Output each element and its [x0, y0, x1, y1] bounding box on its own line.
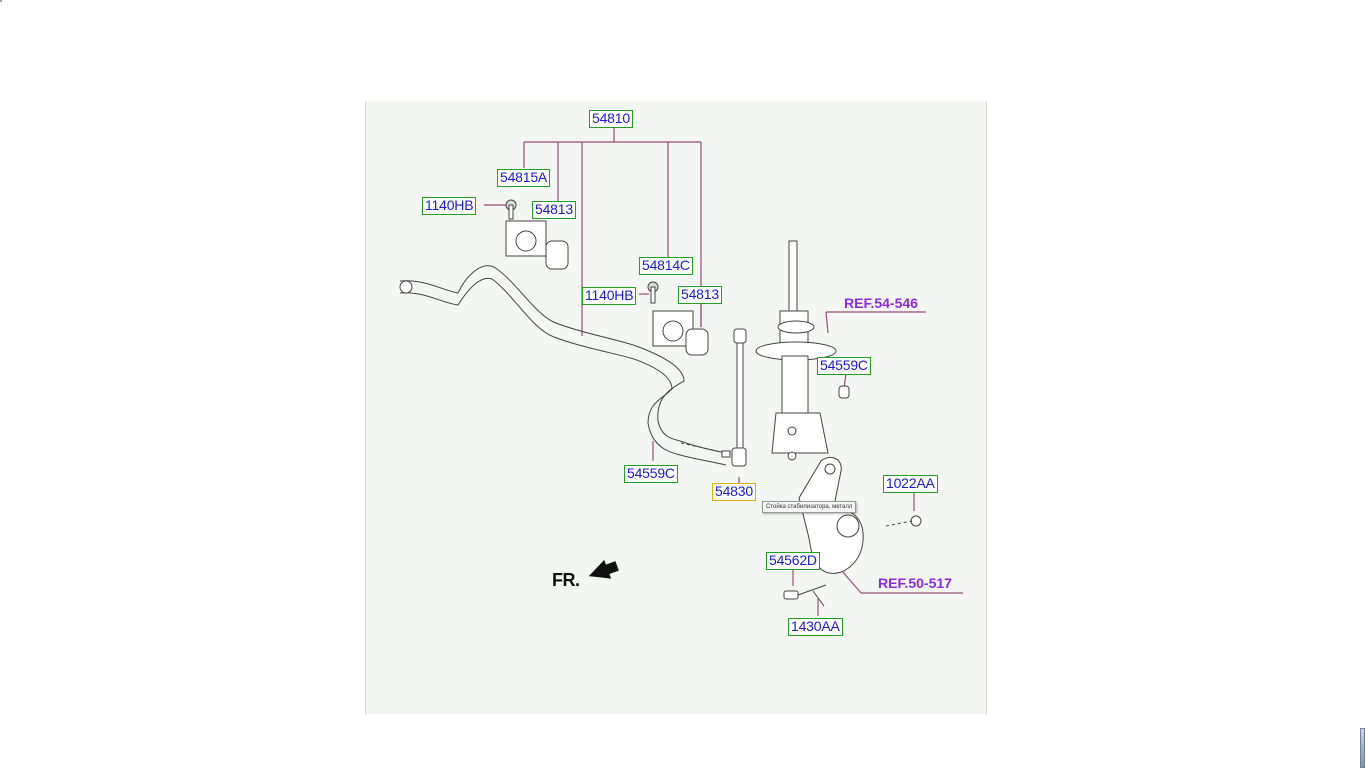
- stabilizer-bar: [399, 265, 727, 466]
- part-label-54559C-b[interactable]: 54559C: [624, 465, 678, 483]
- part-label-54559C-a[interactable]: 54559C: [817, 357, 871, 375]
- bushing-left: [505, 199, 569, 270]
- front-arrow: [588, 559, 619, 579]
- part-label-54815A[interactable]: 54815A: [497, 169, 551, 187]
- part-label-54830[interactable]: 54830: [712, 483, 756, 501]
- strut-assembly: [755, 240, 850, 461]
- part-label-54814C[interactable]: 54814C: [639, 257, 693, 275]
- part-label-54562D[interactable]: 54562D: [766, 552, 820, 570]
- scrollbar-thumb[interactable]: [1360, 728, 1365, 768]
- ref-label-54-546[interactable]: REF.54-546: [844, 295, 918, 311]
- diagram-drawing: [399, 127, 963, 616]
- part-label-54813-b[interactable]: 54813: [678, 286, 722, 304]
- corner-dot: [0, 0, 2, 2]
- ref-label-50-517[interactable]: REF.50-517: [878, 575, 952, 591]
- part-tooltip: Стойка стабилизатора, металл: [762, 501, 857, 513]
- bushing-right: [647, 281, 709, 356]
- stabilizer-link: [680, 328, 747, 467]
- part-label-54810[interactable]: 54810: [589, 110, 633, 128]
- leader-lines: [484, 127, 963, 616]
- steering-knuckle: [783, 456, 922, 607]
- part-label-1140HB-a[interactable]: 1140HB: [422, 197, 477, 215]
- part-label-1022AA[interactable]: 1022AA: [883, 475, 938, 493]
- parts-diagram: 54810 54815A 1140HB 54813 54814C 1140HB …: [365, 101, 987, 714]
- part-label-1430AA[interactable]: 1430AA: [788, 618, 843, 636]
- part-label-1140HB-b[interactable]: 1140HB: [582, 287, 637, 305]
- front-direction-label: FR.: [552, 570, 580, 590]
- part-label-54813-a[interactable]: 54813: [532, 201, 576, 219]
